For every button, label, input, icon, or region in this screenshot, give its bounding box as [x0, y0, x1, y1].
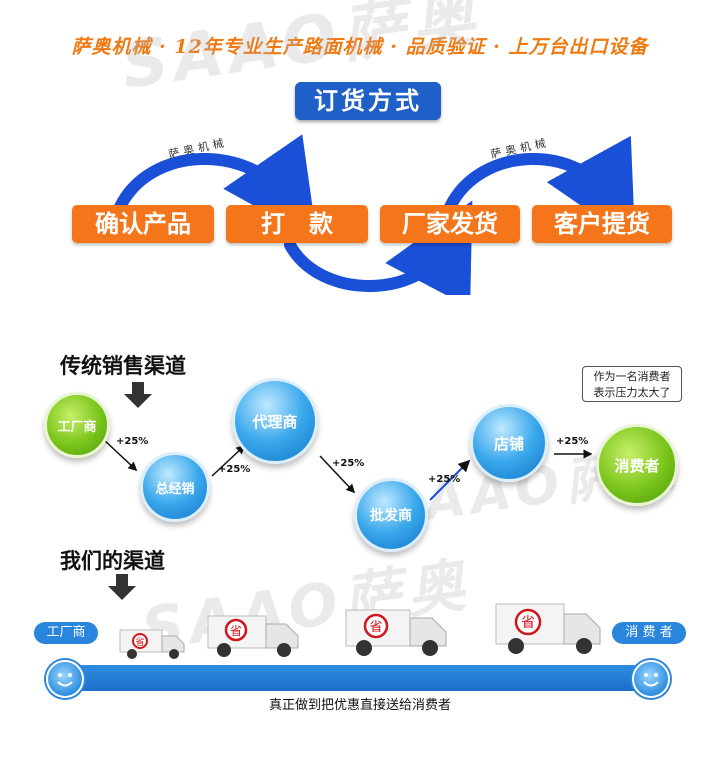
smile-face-icon: [643, 673, 659, 687]
arc-arrow-3: [444, 135, 636, 243]
markup-label: +25%: [218, 464, 251, 475]
direct-channel-caption: 真正做到把优惠直接送给消费者: [268, 698, 451, 713]
node-general-distributor: 总经销: [140, 452, 210, 522]
markup-label: +25%: [428, 474, 461, 485]
node-factory: 工厂商: [44, 392, 110, 458]
svg-text:省: 省: [230, 624, 242, 638]
smiley-icon-end: [632, 660, 670, 698]
order-method-title: 订货方式: [295, 82, 441, 120]
node-agent: 代理商: [232, 378, 318, 464]
headline: 萨奥机械 · 12年专业生产路面机械 · 品质验证 · 上万台出口设备: [71, 36, 649, 58]
arc-arrow-1: [114, 134, 318, 241]
svg-text:省: 省: [135, 636, 144, 648]
truck-icon: 省: [495, 603, 601, 654]
traditional-flow-arrows: [101, 437, 593, 501]
truck-icon: 省: [207, 615, 299, 657]
bubble-line-2: 表示压力太大了: [593, 386, 671, 399]
svg-text:省: 省: [521, 615, 535, 631]
svg-text:省: 省: [369, 620, 382, 635]
bubble-line-1: 作为一名消费者: [593, 370, 671, 383]
node-wholesaler: 批发商: [354, 478, 428, 552]
smiley-icon-start: [46, 660, 84, 698]
order-step-confirm: 确认产品: [72, 205, 214, 243]
end-label-consumer: 消 费 者: [612, 622, 686, 644]
order-step-payment: 打 款: [226, 205, 368, 243]
markup-label: +25%: [116, 436, 149, 447]
arc-arrow-2: [284, 200, 473, 295]
order-step-ship: 厂家发货: [380, 205, 520, 243]
order-step-pickup: 客户提货: [532, 205, 672, 243]
order-flow-arrows: [114, 134, 636, 295]
direct-channel-bar: [60, 665, 650, 691]
truck-icon: 省: [119, 629, 185, 659]
consumer-speech-bubble: 作为一名消费者 表示压力太大了: [582, 366, 682, 402]
down-arrow-icon: [108, 574, 136, 600]
truck-icon: 省: [345, 609, 447, 656]
markup-label: +25%: [332, 458, 365, 469]
start-label-factory: 工厂商: [34, 622, 98, 644]
node-store: 店铺: [470, 404, 548, 482]
markup-label: +25%: [556, 436, 589, 447]
traditional-channel-title: 传统销售渠道: [60, 355, 186, 378]
our-channel-title: 我们的渠道: [60, 550, 165, 573]
down-arrow-icon: [124, 382, 152, 408]
smile-face-icon: [57, 673, 73, 687]
node-consumer: 消费者: [596, 424, 678, 506]
